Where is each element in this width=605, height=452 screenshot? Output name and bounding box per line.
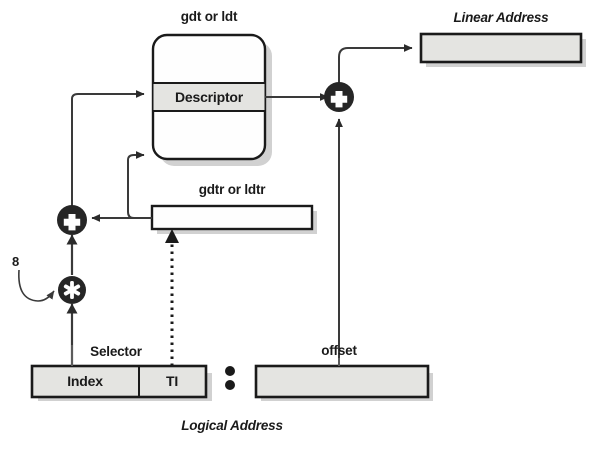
edge-add-to-linear-address — [338, 44, 413, 83]
edge-ti-arrowhead — [165, 229, 179, 243]
selector-label: Selector — [90, 344, 142, 359]
multiply-node — [58, 276, 86, 304]
logical-address-title: Logical Address — [181, 418, 283, 433]
gdtr-ldtr-label: gdtr or ldtr — [198, 182, 266, 197]
multiplier-label: 8 — [12, 254, 20, 269]
edge-gdtr-to-gdt — [127, 151, 152, 219]
descriptor-row — [153, 83, 265, 111]
descriptor-label: Descriptor — [174, 89, 244, 105]
index-label: Index — [67, 373, 103, 389]
sum-node-left — [57, 205, 87, 235]
ti-label: TI — [165, 373, 179, 389]
offset-box — [254, 364, 430, 399]
gdt-ldt-container — [151, 33, 267, 161]
gdtr-ldtr-box — [150, 204, 314, 231]
gdt-ldt-label: gdt or ldt — [180, 9, 238, 24]
linear-address-title: Linear Address — [453, 10, 549, 25]
offset-label: offset — [321, 343, 357, 358]
edge-eight-to-multiply — [18, 269, 55, 302]
selector-box — [30, 364, 208, 399]
linear-address-box — [419, 32, 583, 64]
edge-sum-to-descriptor — [71, 90, 145, 206]
sum-node-right — [324, 82, 354, 112]
colon-separator-icon — [225, 366, 235, 390]
